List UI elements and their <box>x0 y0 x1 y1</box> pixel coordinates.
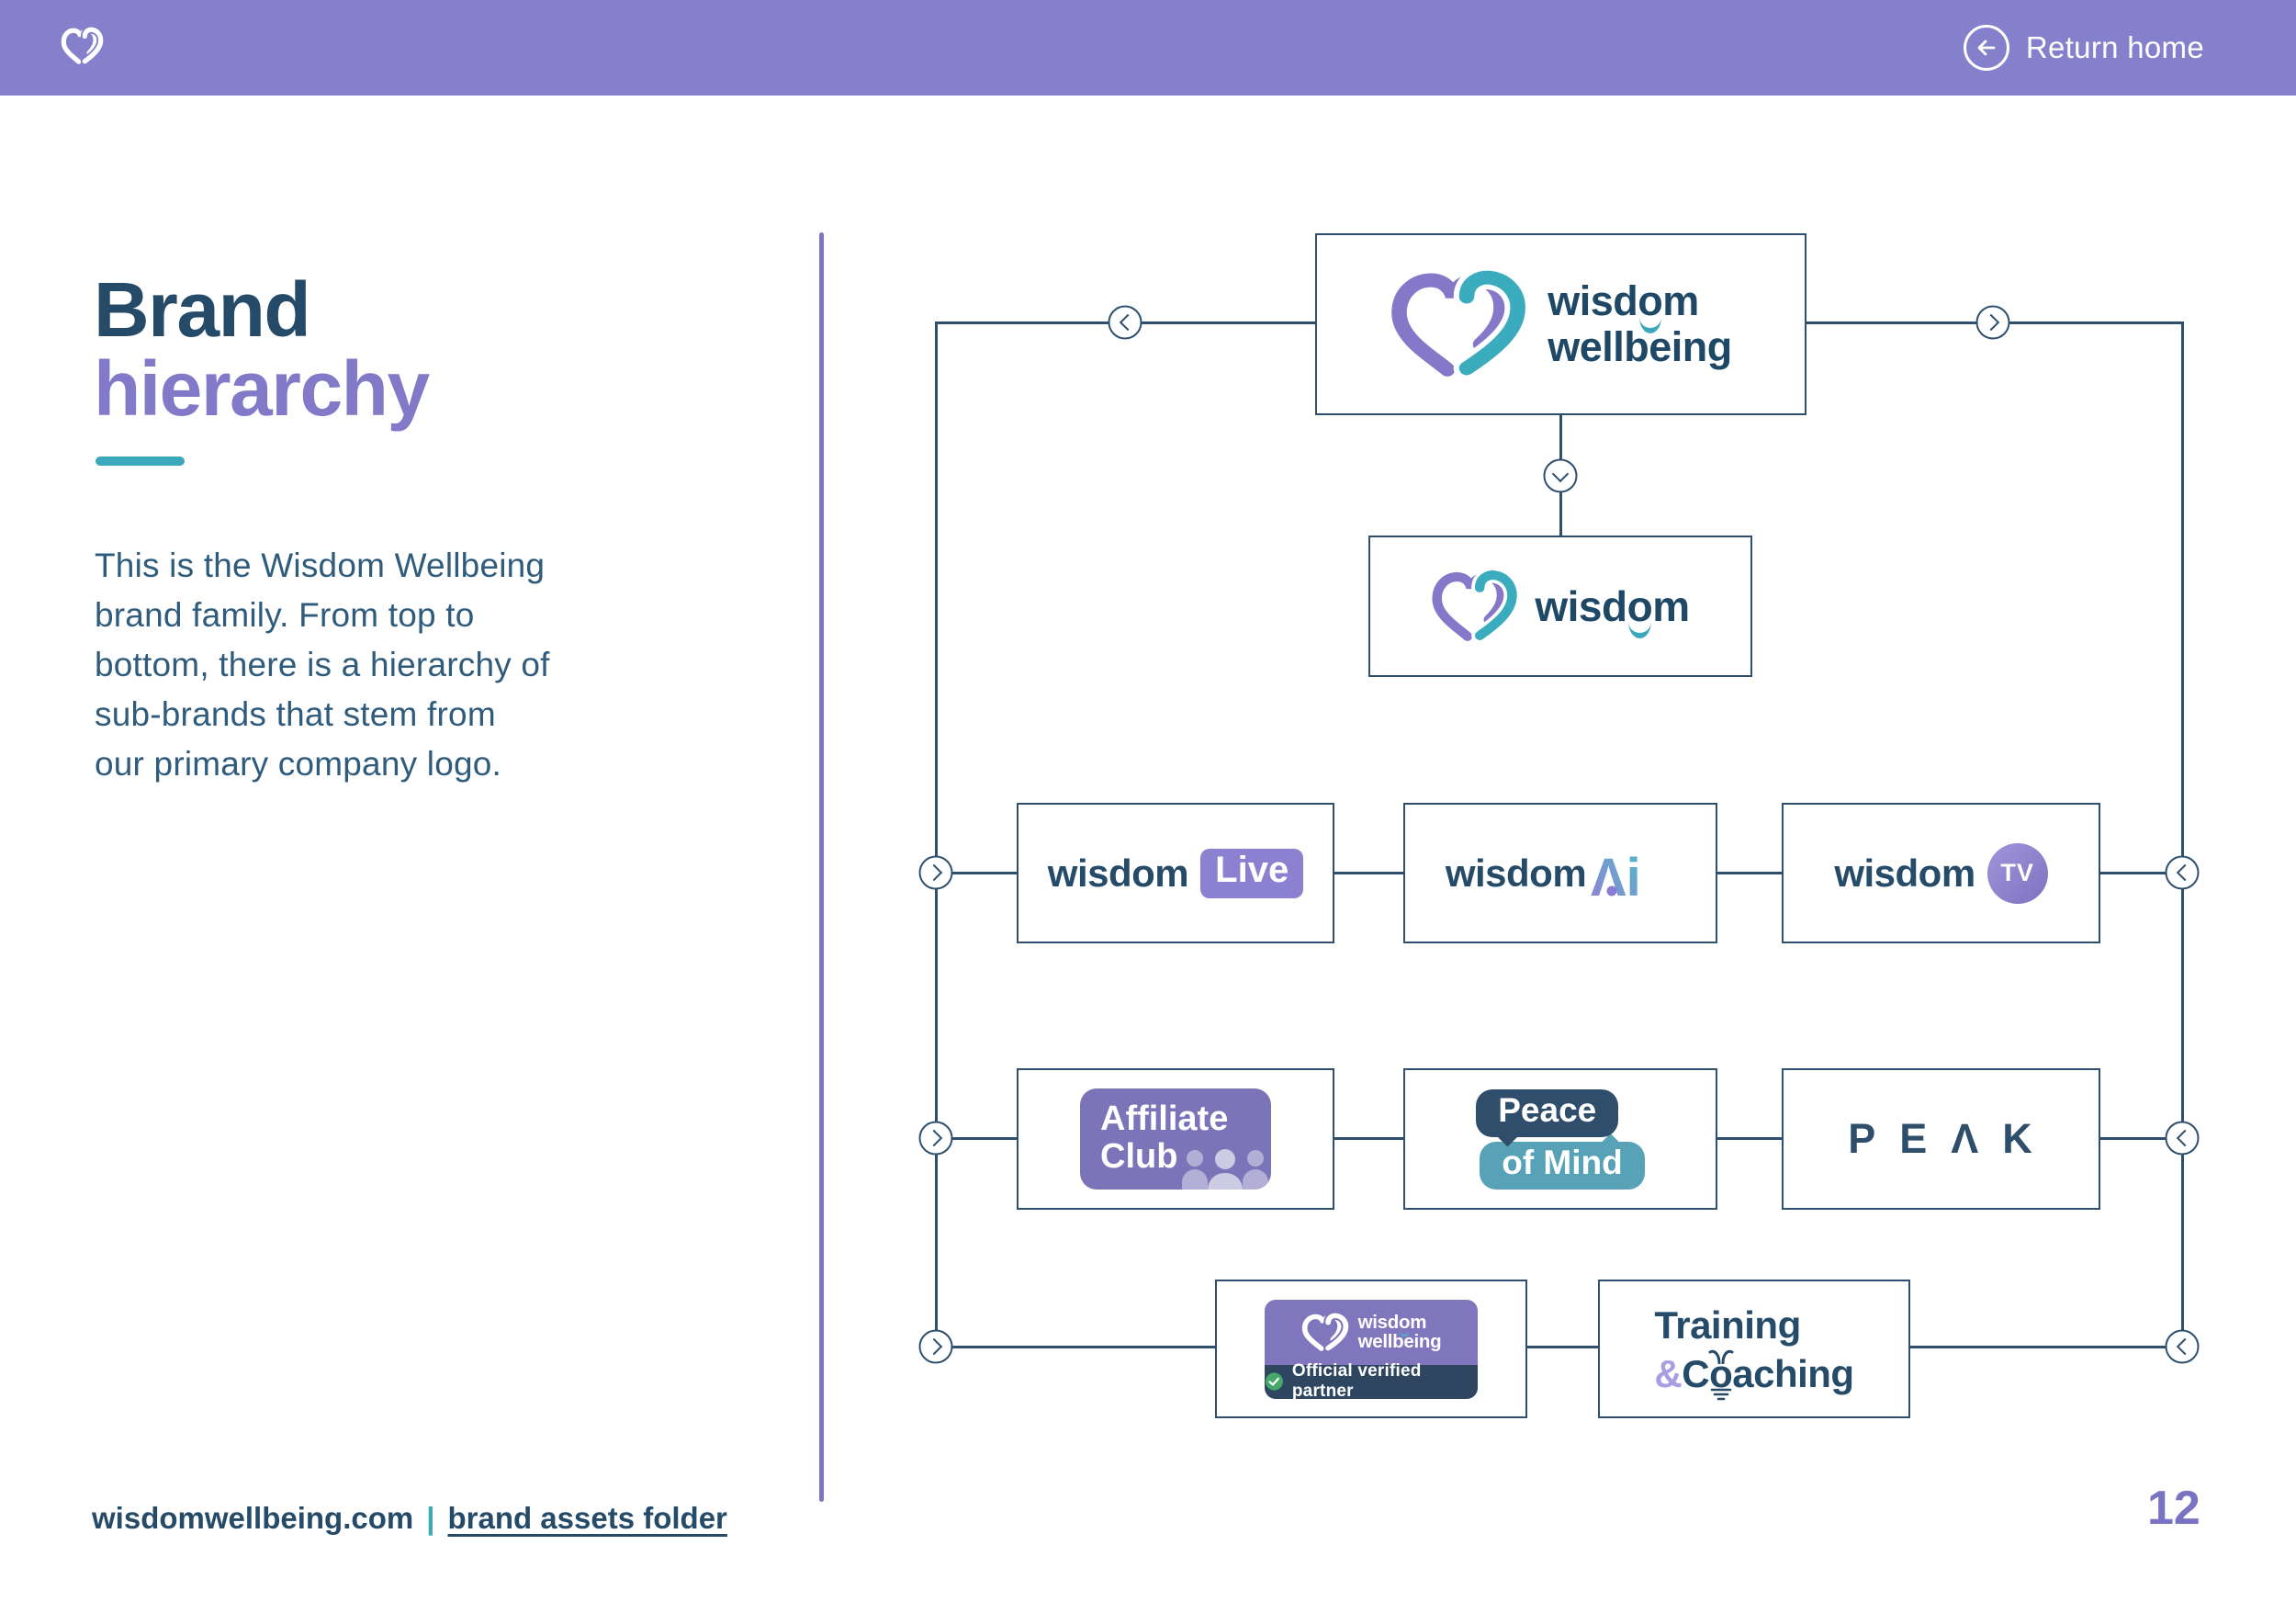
chevron-left-node <box>2165 1121 2200 1156</box>
verified-partner-badge: wisdom wellbeing Official verified partn… <box>1265 1299 1478 1399</box>
connector-line <box>1527 1346 1598 1348</box>
connector-line <box>936 1137 1017 1140</box>
bulb-base-icon <box>1710 1388 1731 1400</box>
chevron-right-icon <box>925 1337 942 1356</box>
page-title-line2: hierarchy <box>94 345 430 432</box>
of-mind-bubble: of Mind <box>1480 1141 1645 1190</box>
tv-badge: TV <box>1986 842 2048 904</box>
vertical-divider <box>819 232 824 1502</box>
chevron-left-icon <box>2176 1129 2193 1147</box>
double-heart-mark-icon <box>1391 266 1528 380</box>
double-heart-mark-icon <box>1301 1311 1349 1352</box>
connector-line <box>1910 1346 2183 1348</box>
logo-box-wisdom-tv: wisdom TV <box>1782 803 2100 943</box>
title-accent-rule <box>96 457 185 466</box>
logo-box-wisdom-live: wisdom Live <box>1017 803 1334 943</box>
people-group-icon <box>1182 1149 1268 1190</box>
chevron-left-node <box>2165 1329 2200 1364</box>
chevron-down-icon <box>1551 465 1570 482</box>
page-title: Brand hierarchy <box>94 266 430 432</box>
chevron-right-node <box>918 1121 953 1156</box>
logo-box-affiliate-club: Affiliate Club <box>1017 1068 1334 1210</box>
intro-line: sub-brands that stem from <box>95 695 496 733</box>
bulb-antenna-icon <box>1708 1349 1734 1364</box>
chevron-right-node <box>918 1329 953 1364</box>
logo-box-wisdom: wisdom <box>1368 536 1752 677</box>
affiliate-line1: Affiliate <box>1100 1100 1229 1138</box>
footer-separator: | <box>426 1501 435 1535</box>
page-title-line1: Brand <box>94 266 311 353</box>
training-line1: Training <box>1654 1303 1801 1347</box>
logo-box-peace-of-mind: Peace of Mind <box>1403 1068 1717 1210</box>
wisdom-tv-prefix: wisdom <box>1834 851 1975 895</box>
wordmark-line2: wellbeing <box>1548 323 1732 370</box>
logo-box-wisdom-ai: wisdom Λi <box>1403 803 1717 943</box>
logo-box-peak: PEΛK <box>1782 1068 2100 1210</box>
check-circle-icon <box>1265 1372 1284 1391</box>
header-bar: Return home <box>0 0 2296 96</box>
chevron-left-icon <box>2176 863 2193 882</box>
chevron-right-node <box>1975 305 2010 340</box>
wordmark-line1: wisdom <box>1548 277 1699 333</box>
connector-line <box>2100 1137 2183 1140</box>
connector-line <box>936 1346 1215 1348</box>
connector-line <box>1334 1137 1403 1140</box>
partner-wordmark: wisdom wellbeing <box>1357 1311 1442 1352</box>
peace-of-mind-logo: Peace of Mind <box>1476 1088 1645 1190</box>
chevron-right-node <box>918 855 953 890</box>
partner-badge-top: wisdom wellbeing <box>1265 1299 1478 1365</box>
chevron-right-icon <box>925 1129 942 1147</box>
partner-badge-strip: Official verified partner <box>1265 1361 1478 1399</box>
affiliate-club-badge: Affiliate Club <box>1080 1088 1271 1190</box>
brand-assets-folder-link[interactable]: brand assets folder <box>447 1501 727 1535</box>
connector-line <box>1334 872 1403 874</box>
wisdom-wellbeing-wordmark: wisdom wellbeing <box>1548 278 1732 370</box>
page-number: 12 <box>2147 1482 2200 1535</box>
intro-line: This is the Wisdom Wellbeing <box>95 547 546 584</box>
wisdom-ai-prefix: wisdom <box>1445 851 1587 895</box>
left-rail-line <box>935 321 938 1348</box>
right-rail-line <box>2181 321 2184 1348</box>
chevron-right-icon <box>1982 313 1999 332</box>
return-home-button[interactable]: Return home <box>1963 0 2204 96</box>
peak-wordmark: PEΛK <box>1848 1115 2056 1162</box>
partner-strip-label: Official verified partner <box>1291 1361 1422 1399</box>
wisdom-wordmark: wisdom <box>1535 582 1690 639</box>
footer-site: wisdomwellbeing.com <box>92 1501 414 1535</box>
affiliate-line2: Club <box>1100 1137 1178 1176</box>
double-heart-mark-icon <box>1432 568 1519 644</box>
logo-box-verified-partner: wisdom wellbeing Official verified partn… <box>1215 1280 1527 1418</box>
svg-text:Λi: Λi <box>1591 848 1641 905</box>
connector-line <box>936 872 1017 874</box>
peace-bubble: Peace <box>1476 1088 1619 1137</box>
chevron-down-node <box>1543 458 1578 493</box>
arrow-left-circle-icon <box>1963 25 2009 71</box>
wisdom-live-prefix: wisdom <box>1047 851 1189 895</box>
connector-line <box>2100 872 2183 874</box>
chevron-left-icon <box>2176 1337 2193 1356</box>
intro-line: brand family. From top to <box>95 596 475 634</box>
intro-line: our primary company logo. <box>95 745 502 783</box>
footer: wisdomwellbeing.com | brand assets folde… <box>92 1501 727 1536</box>
live-badge: Live <box>1200 848 1304 898</box>
connector-line <box>1717 872 1782 874</box>
double-heart-logo-icon <box>61 26 104 66</box>
chevron-left-node <box>2165 855 2200 890</box>
intro-line: bottom, there is a hierarchy of <box>95 646 550 683</box>
chevron-right-icon <box>925 863 942 882</box>
chevron-left-node <box>1108 305 1142 340</box>
connector-line <box>1717 1137 1782 1140</box>
ai-mark-icon: Λi <box>1591 848 1641 905</box>
intro-paragraph: This is the Wisdom Wellbeing brand famil… <box>95 541 550 789</box>
logo-box-wisdom-wellbeing: wisdom wellbeing <box>1315 233 1806 415</box>
return-home-label: Return home <box>2025 30 2204 64</box>
chevron-left-icon <box>1119 313 1136 332</box>
